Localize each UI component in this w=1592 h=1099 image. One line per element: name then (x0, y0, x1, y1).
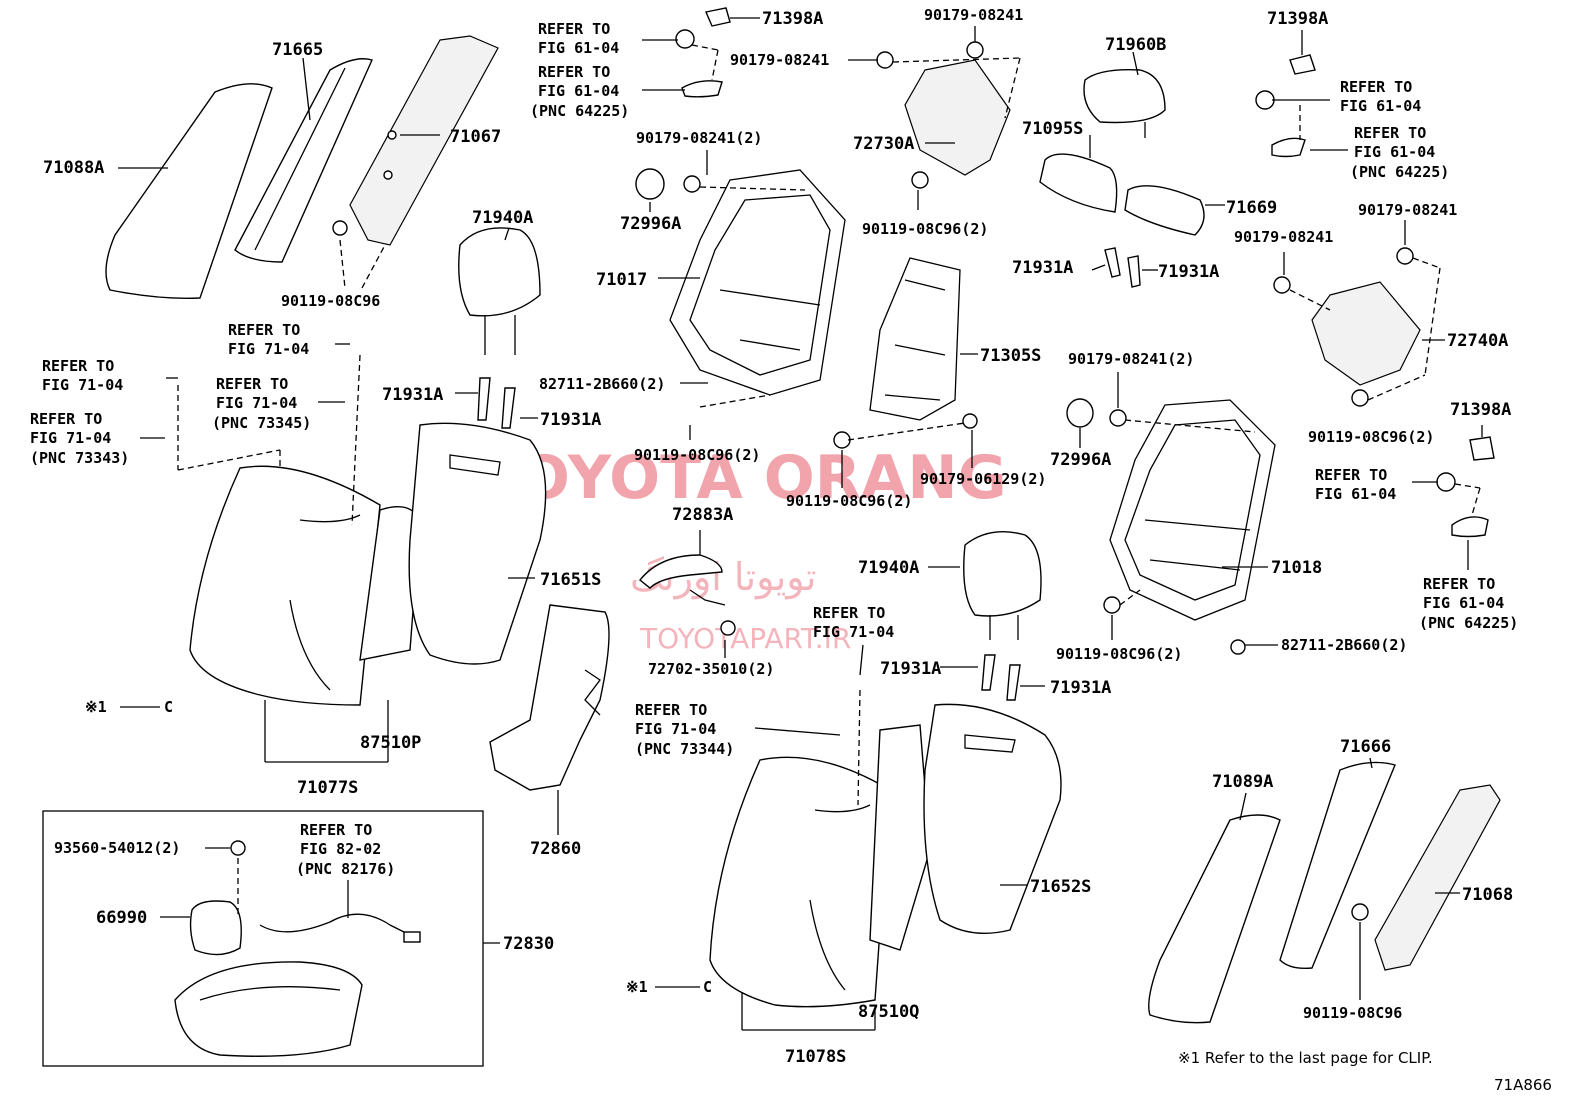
label-90179-08241-2a: 90179-08241(2) (636, 129, 762, 147)
label-90179-06129: 90179-06129(2) (920, 470, 1046, 488)
label-71931A-e: 71931A (880, 659, 941, 679)
label-71931A-d: 71931A (1158, 262, 1219, 282)
label-71651S: 71651S (540, 570, 601, 590)
refer-note-8: REFER TO FIG 71-04 (PNC 73343) (30, 410, 129, 467)
label-93560-54012: 93560-54012(2) (54, 839, 180, 857)
label-71666: 71666 (1340, 737, 1391, 757)
footnote: ※1 Refer to the last page for CLIP. (1178, 1049, 1433, 1067)
label-71931A-f: 71931A (1050, 678, 1111, 698)
label-90119-08C96-2-mid: 90119-08C96(2) (786, 492, 912, 510)
refer-note-9: REFER TO FIG 61-04 (1315, 466, 1396, 503)
label-71398A-a: 71398A (762, 9, 823, 29)
label-71652S: 71652S (1030, 877, 1091, 897)
label-72996A-b: 72996A (1050, 450, 1111, 470)
refer-to-notes: REFER TO FIG 61-04 REFER TO FIG 61-04 (P… (30, 20, 1518, 878)
label-71018: 71018 (1271, 558, 1322, 578)
clip-mark-a: ※1 (85, 698, 107, 716)
label-71305S: 71305S (980, 346, 1041, 366)
label-71095S: 71095S (1022, 119, 1083, 139)
label-72830: 72830 (503, 934, 554, 954)
label-71077S: 71077S (297, 778, 358, 798)
clip-symbol-b: C (703, 978, 712, 996)
clip-mark-b: ※1 (626, 978, 648, 996)
refer-note-11: REFER TO FIG 71-04 (813, 604, 894, 641)
label-71078S: 71078S (785, 1047, 846, 1067)
label-72860: 72860 (530, 839, 581, 859)
label-71931A-a: 71931A (382, 385, 443, 405)
refer-note-3: REFER TO FIG 61-04 (1340, 78, 1421, 115)
label-87510P: 87510P (360, 733, 421, 753)
label-71088A: 71088A (43, 158, 104, 178)
label-87510Q: 87510Q (858, 1002, 919, 1022)
watermark-brand: TOYOTA ORANG (478, 443, 1007, 513)
label-90179-08241-d: 90179-08241 (1358, 201, 1457, 219)
label-71931A-c: 71931A (1012, 258, 1073, 278)
label-72740A: 72740A (1447, 331, 1508, 351)
refer-note-6: REFER TO FIG 71-04 (42, 357, 123, 394)
refer-note-4: REFER TO FIG 61-04 (PNC 64225) (1350, 124, 1449, 181)
label-71089A: 71089A (1212, 772, 1273, 792)
label-71669: 71669 (1226, 198, 1277, 218)
label-90179-08241-c: 90179-08241 (1234, 228, 1333, 246)
label-72883A: 72883A (672, 505, 733, 525)
label-71067: 71067 (450, 127, 501, 147)
figure-code: 71A866 (1494, 1076, 1552, 1094)
label-72996A-a: 72996A (620, 214, 681, 234)
clip-symbol-a: C (164, 698, 173, 716)
label-90119-08C96-2c: 90119-08C96(2) (1308, 428, 1434, 446)
label-90119-08C96-a: 90119-08C96 (281, 292, 380, 310)
refer-note-10: REFER TO FIG 61-04 (PNC 64225) (1419, 575, 1518, 632)
refer-note-12: REFER TO FIG 71-04 (PNC 73344) (635, 701, 734, 758)
label-71940A-a: 71940A (472, 208, 533, 228)
refer-note-5: REFER TO FIG 71-04 (228, 321, 309, 358)
label-82711-2B660-a: 82711-2B660(2) (539, 375, 665, 393)
label-72730A: 72730A (853, 134, 914, 154)
label-72702-35010: 72702-35010(2) (648, 660, 774, 678)
part-drawings (42, 7, 1501, 1067)
label-71665: 71665 (272, 40, 323, 60)
watermark-site: TOYOTAPART.IR (639, 622, 851, 655)
label-82711-2B660-b: 82711-2B660(2) (1281, 636, 1407, 654)
label-71068: 71068 (1462, 885, 1513, 905)
label-71940A-b: 71940A (858, 558, 919, 578)
label-71960B: 71960B (1105, 35, 1166, 55)
refer-note-2: REFER TO FIG 61-04 (PNC 64225) (530, 63, 629, 120)
label-71398A-b: 71398A (1267, 9, 1328, 29)
label-90119-08C96-2b: 90119-08C96(2) (634, 446, 760, 464)
label-66990: 66990 (96, 908, 147, 928)
refer-note-7: REFER TO FIG 71-04 (PNC 73345) (212, 375, 311, 432)
label-90119-08C96-2d: 90119-08C96(2) (1056, 645, 1182, 663)
label-90179-08241-2b: 90179-08241(2) (1068, 350, 1194, 368)
refer-note-13: REFER TO FIG 82-02 (PNC 82176) (296, 821, 395, 878)
part-labels: 71088A 71665 71067 90119-08C96 71398A 90… (43, 6, 1513, 1067)
label-90179-08241-a: 90179-08241 (924, 6, 1023, 24)
label-90119-08C96-2a: 90119-08C96(2) (862, 220, 988, 238)
label-90179-08241-b: 90179-08241 (730, 51, 829, 69)
leader-lines (118, 17, 1483, 1031)
label-71398A-c: 71398A (1450, 400, 1511, 420)
refer-note-1: REFER TO FIG 61-04 (538, 20, 619, 57)
label-90119-08C96-b: 90119-08C96 (1303, 1004, 1402, 1022)
label-71931A-b: 71931A (540, 410, 601, 430)
label-71017: 71017 (596, 270, 647, 290)
